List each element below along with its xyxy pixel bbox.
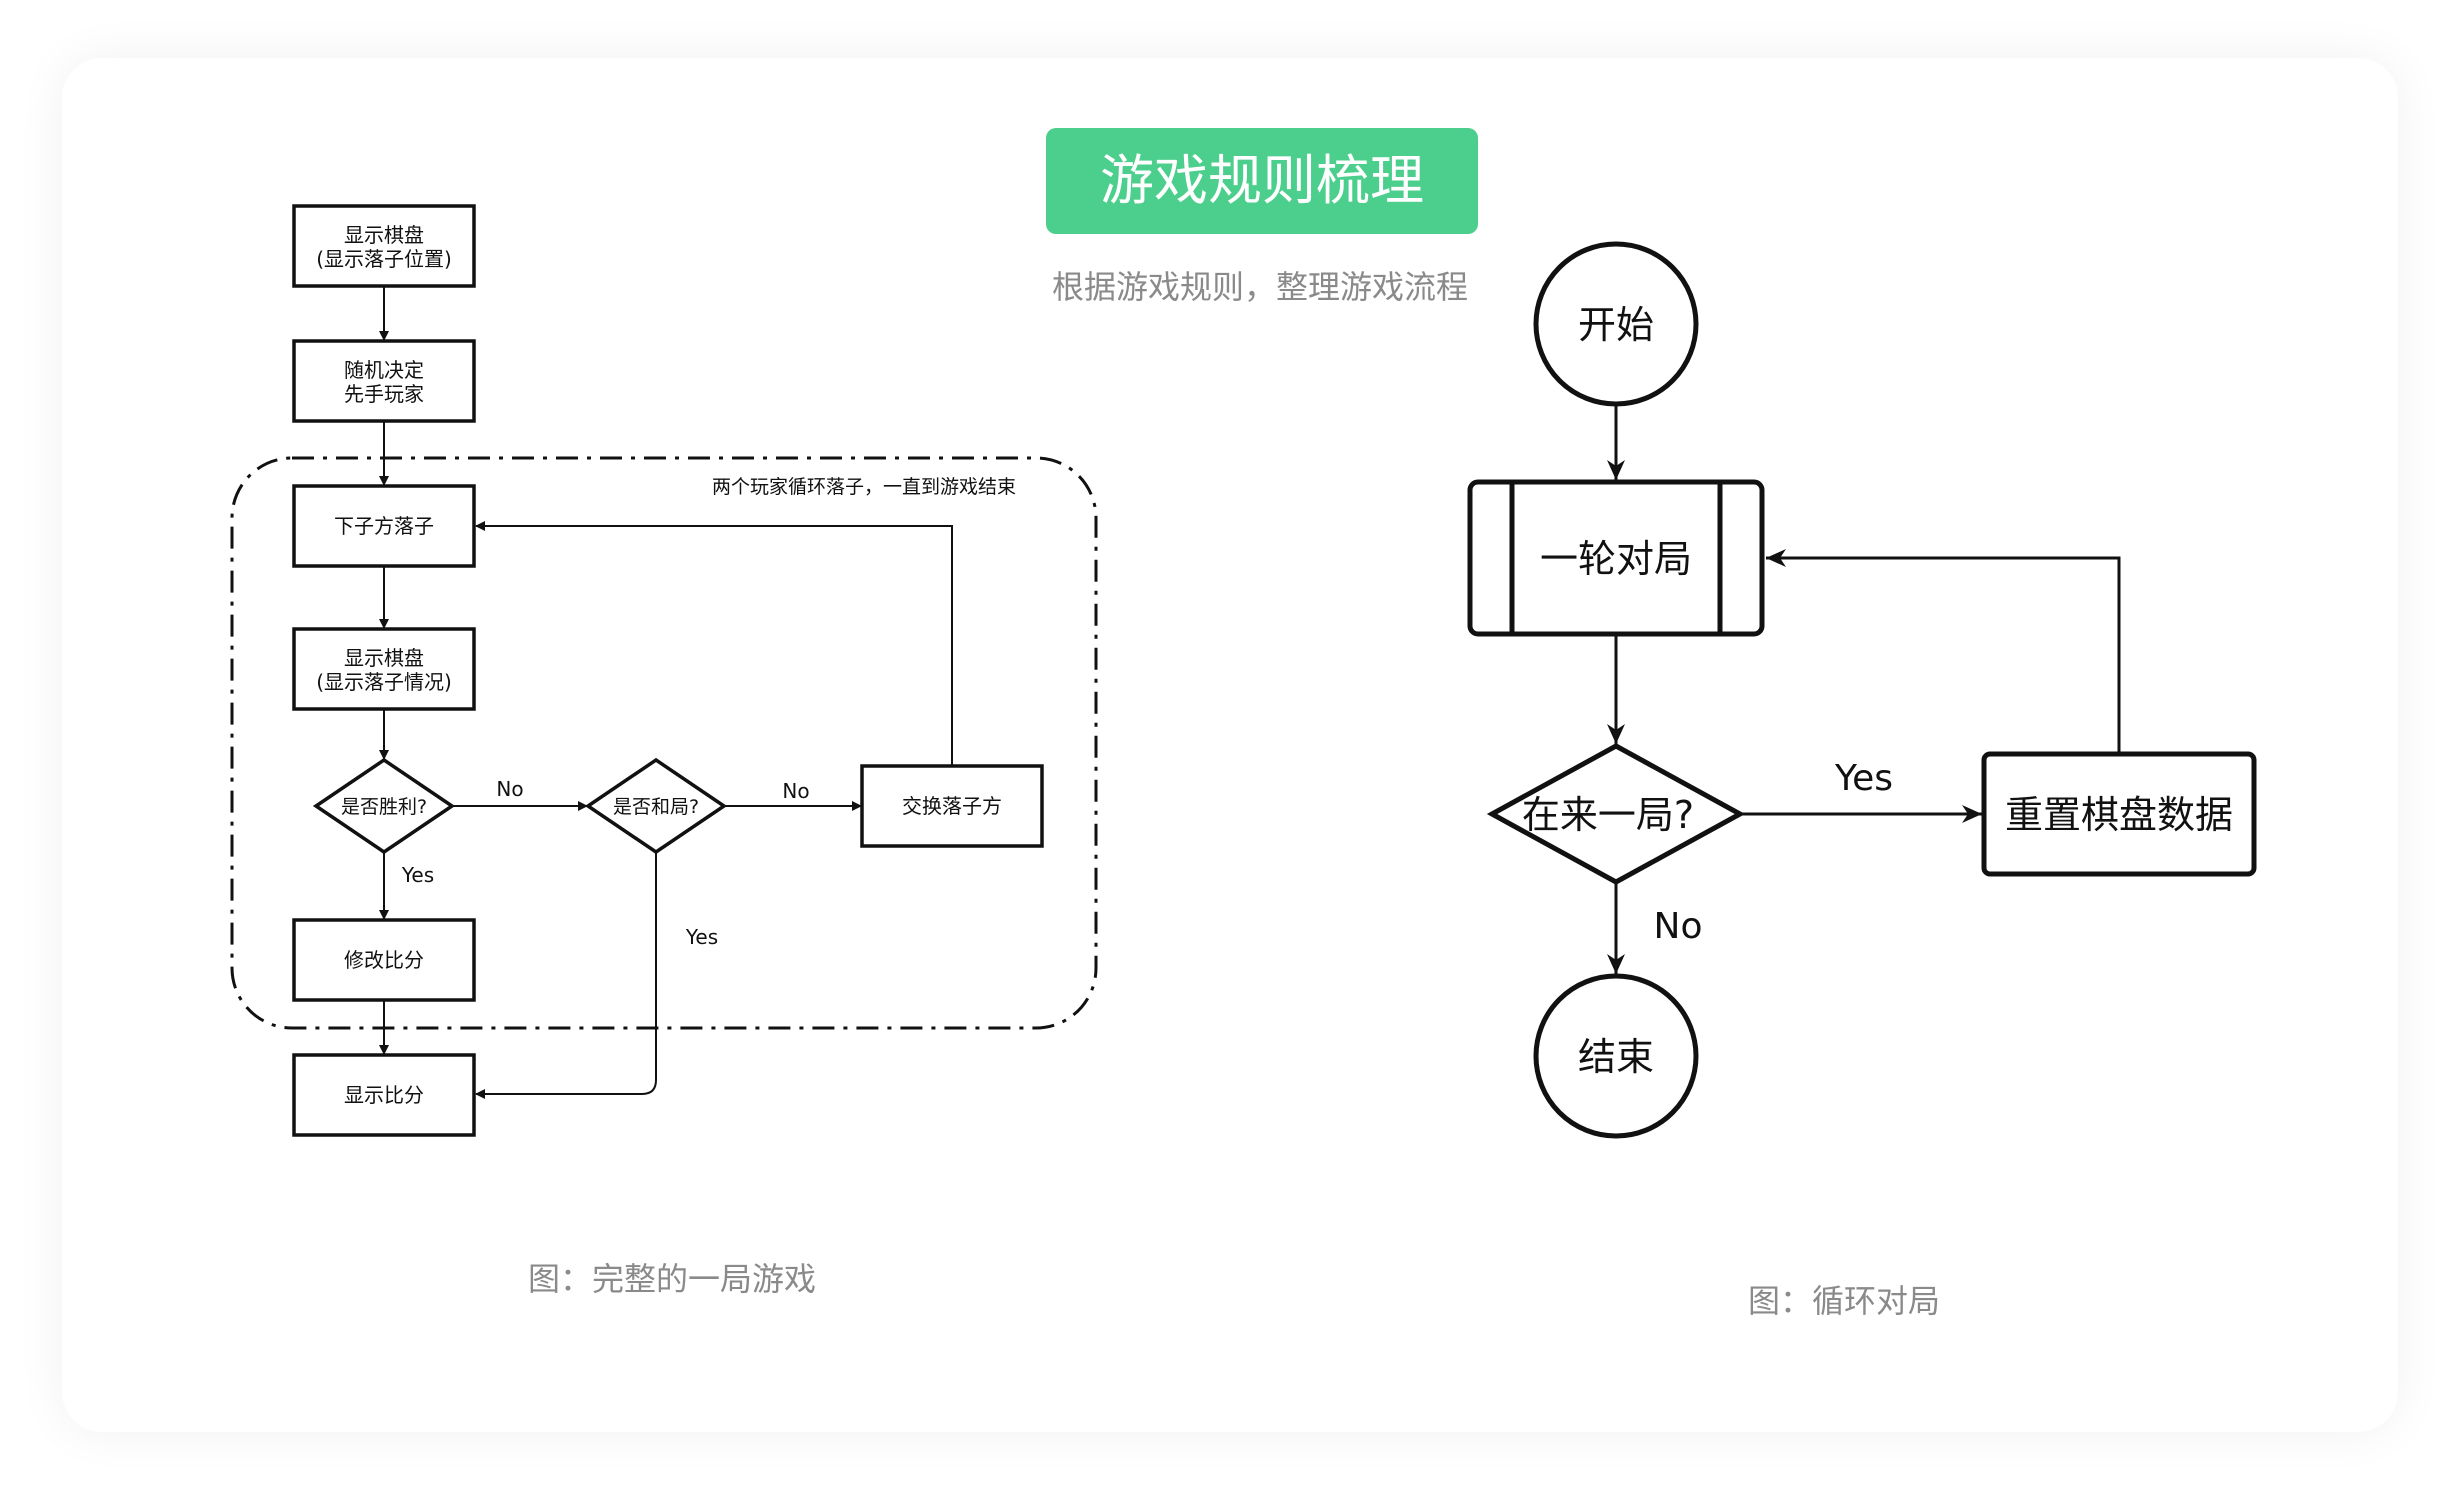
no-label-1: No (496, 777, 523, 801)
again-question: 在来一局? (1522, 793, 1694, 837)
left-caption: 图：完整的一局游戏 (528, 1260, 816, 1298)
edge-draw-yes (475, 852, 657, 1099)
show-board-label: 显示棋盘 (344, 223, 424, 247)
yes-label: Yes (1834, 758, 1893, 799)
loop-label: 两个玩家循环落子，一直到游戏结束 (712, 476, 1016, 498)
reset-label: 重置棋盘数据 (2005, 793, 2233, 837)
right-flowchart-labels: 开始 一轮对局 在来一局? Yes No 重置棋盘数据 结束 图：循环对局 (1522, 303, 2233, 1320)
move-label: 下子方落子 (334, 514, 434, 538)
loop-region (230, 456, 1098, 1030)
modify-score-label: 修改比分 (344, 948, 424, 972)
win-question: 是否胜利? (341, 796, 427, 818)
swap-label: 交换落子方 (902, 794, 1002, 818)
page-subtitle: 根据游戏规则，整理游戏流程 (1051, 268, 1468, 306)
yes-label-1: Yes (401, 863, 434, 887)
edge-swap-loop (475, 521, 953, 766)
random-label-2: 先手玩家 (344, 382, 424, 406)
show-score-box (292, 1053, 476, 1137)
show-board-state-label: 显示棋盘 (344, 646, 424, 670)
left-flowchart (230, 204, 1098, 1137)
round-label: 一轮对局 (1540, 537, 1692, 581)
no-label: No (1654, 906, 1703, 947)
show-score-label: 显示比分 (344, 1083, 424, 1107)
end-label: 结束 (1578, 1035, 1654, 1079)
show-board-sublabel: (显示落子位置) (316, 247, 452, 271)
start-label: 开始 (1578, 303, 1654, 347)
no-label-2: No (782, 779, 809, 803)
show-board-state-sublabel: (显示落子情况) (316, 670, 452, 694)
yes-label-2: Yes (685, 925, 718, 949)
random-label-1: 随机决定 (344, 358, 424, 382)
page-title: 游戏规则梳理 (1046, 128, 1478, 234)
draw-question: 是否和局? (613, 796, 699, 818)
right-caption: 图：循环对局 (1748, 1282, 1940, 1320)
end-node (1533, 973, 1699, 1139)
right-flowchart (1467, 241, 2257, 1139)
left-flowchart-labels: 显示棋盘 (显示落子位置) 随机决定 先手玩家 两个玩家循环落子，一直到游戏结束… (316, 223, 1016, 1298)
edge-reset-loop (1766, 549, 2121, 754)
